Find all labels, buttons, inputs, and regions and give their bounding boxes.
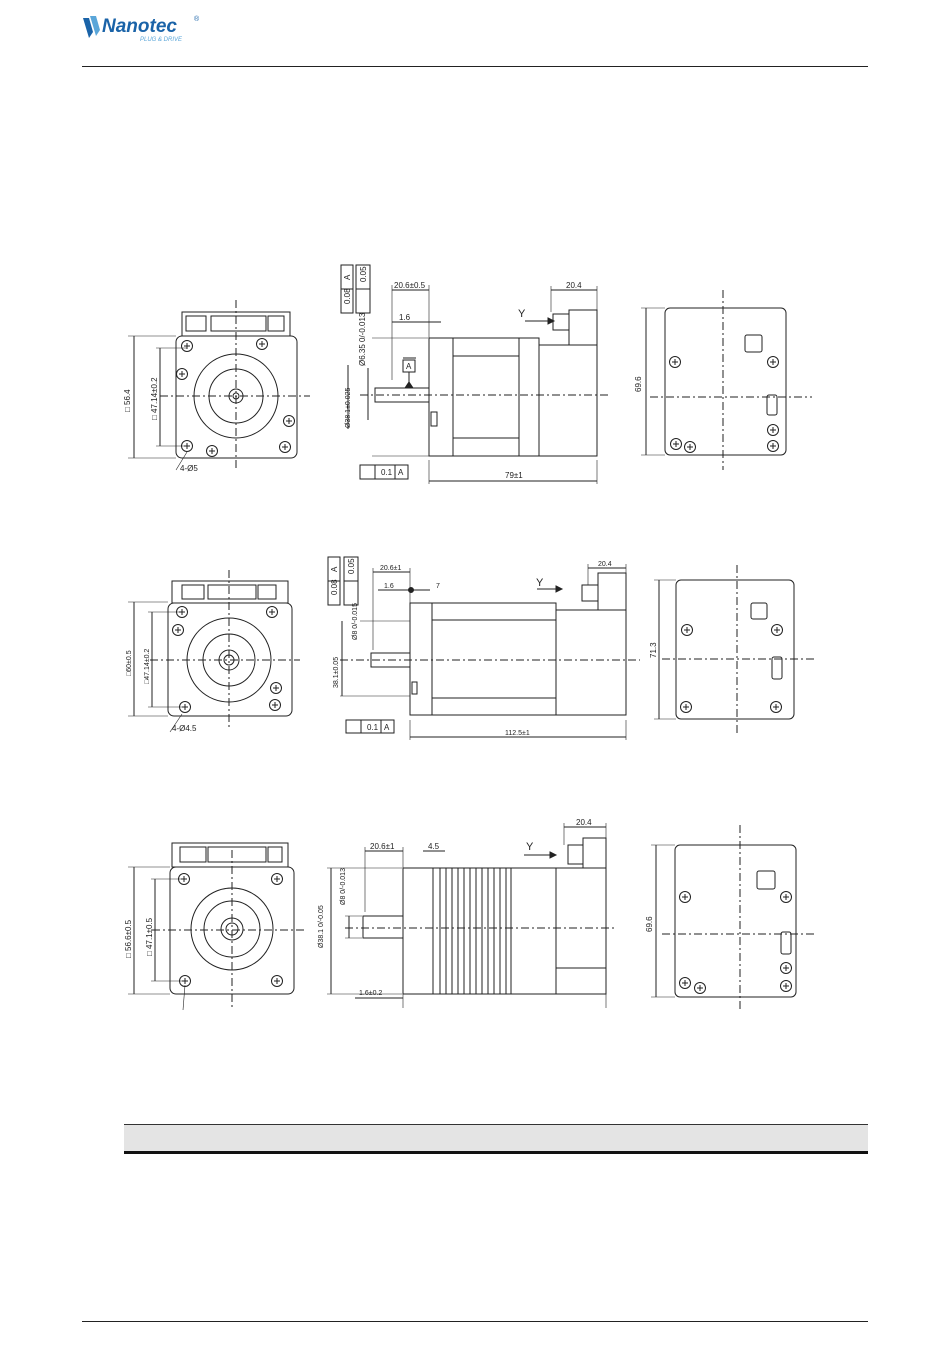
dim-front-square-2: □60±0.5 (126, 650, 133, 676)
tol-a-value-2: 0.08 (330, 579, 339, 595)
drawing-1: □ 56.4 □ 47.14±0.2 4-Ø5 (123, 264, 812, 484)
dim-front-holes-2: 4-Ø4.5 (172, 724, 197, 733)
dim-front-square-1: □ 56.4 (123, 389, 132, 412)
dim-connector-1: 20.4 (566, 281, 582, 290)
tol-perp-ref-1: A (398, 468, 404, 477)
datum-label-1: A (406, 362, 412, 371)
dim-step-1: 1.6 (399, 313, 411, 322)
drawing-2: □60±0.5 □47.14±0.2 4-Ø4.5 (126, 556, 815, 740)
dim-front-holes-1: 4-Ø5 (180, 464, 198, 473)
view-label-y-1: Y (518, 308, 526, 320)
tol-a-ref-2: A (330, 566, 339, 572)
back-view-3 (651, 825, 815, 1010)
tol-a-ref-1: A (343, 274, 352, 280)
side-view-1 (340, 264, 610, 484)
front-view-1 (128, 300, 310, 471)
logo-registered-mark: ® (194, 15, 200, 23)
nanotec-logo: Nanotec ® PLUG & DRIVE (83, 15, 200, 43)
dim-connector-3: 20.4 (576, 818, 592, 827)
tol-b-value-2: 0.05 (347, 558, 356, 574)
back-view-1 (641, 290, 812, 470)
tol-b-value-1: 0.05 (359, 266, 368, 282)
drawing-3: □ 56.6±0.5 □ 47.1±0.5 (124, 818, 815, 1011)
dim-pilot-2: 38.1±0.05 (333, 657, 340, 688)
dim-step2-2: 7 (436, 583, 440, 590)
dim-pilot-1: Ø38.1±0.025 (345, 387, 352, 428)
dim-back-height-3: 69.6 (645, 916, 654, 932)
dim-front-bolt-3: □ 47.1±0.5 (145, 917, 154, 956)
table-header-band (124, 1124, 868, 1154)
logo-tagline: PLUG & DRIVE (140, 37, 183, 43)
dim-shaft-dia-1: Ø6.35 0/-0.013 (358, 312, 367, 366)
header-rule (82, 66, 868, 67)
view-label-y-3: Y (526, 841, 534, 853)
dim-step-2: 1.6 (384, 583, 394, 590)
dim-shaft-length-2: 20.6±1 (380, 565, 401, 572)
back-view-2 (654, 565, 815, 735)
front-view-3 (128, 842, 305, 1011)
dim-step-3: 1.6±0.2 (359, 990, 382, 997)
tol-perp-ref-2: A (384, 723, 390, 732)
tol-perp-value-2: 0.1 (367, 723, 379, 732)
side-view-2 (327, 556, 640, 740)
dim-shaft-dia-3: Ø8 0/-0.013 (340, 868, 347, 905)
dim-back-height-2: 71.3 (649, 642, 658, 658)
dim-pilot-3: Ø38.1 0/-0.05 (318, 905, 325, 948)
dim-step2-3: 4.5 (428, 842, 440, 851)
dim-shaft-length-3: 20.6±1 (370, 842, 395, 851)
dim-shaft-length-1: 20.6±0.5 (394, 281, 426, 290)
dim-front-square-3: □ 56.6±0.5 (124, 919, 133, 958)
dim-back-height-1: 69.6 (634, 376, 643, 392)
logo-mark-icon (83, 16, 100, 38)
logo-wordmark: Nanotec (102, 16, 177, 37)
footer-rule (82, 1321, 868, 1322)
view-label-y-2: Y (536, 577, 544, 589)
dim-front-bolt-1: □ 47.14±0.2 (150, 377, 159, 420)
side-view-3 (327, 823, 615, 1008)
dim-shaft-dia-2: Ø8 0/-0.015 (352, 603, 359, 640)
tol-perp-value-1: 0.1 (381, 468, 393, 477)
dim-length-2: 112.5±1 (505, 730, 530, 737)
dim-connector-2: 20.4 (598, 561, 612, 568)
front-view-2 (128, 570, 300, 733)
tol-a-value-1: 0.08 (343, 288, 352, 304)
dim-length-1: 79±1 (505, 471, 523, 480)
dim-front-bolt-2: □47.14±0.2 (144, 649, 151, 684)
